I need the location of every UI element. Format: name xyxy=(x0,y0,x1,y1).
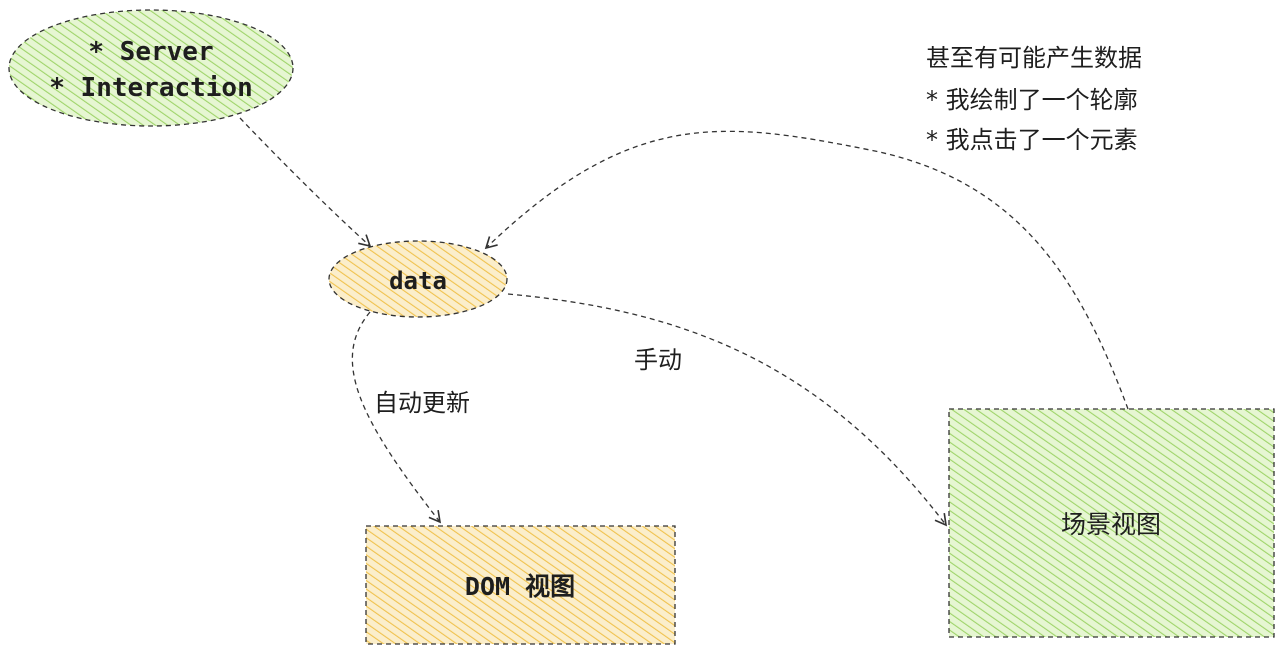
data-ellipse-shape xyxy=(328,240,508,318)
scene-view-rect xyxy=(948,408,1275,638)
server-label: * Server xyxy=(88,37,213,67)
arrow-scene-to-data xyxy=(484,130,1129,410)
note-line-1: 甚至有可能产生数据 xyxy=(926,44,1142,72)
dom-view-node: DOM 视图 xyxy=(365,525,676,645)
note-line-2: * 我绘制了一个轮廓 xyxy=(926,86,1138,114)
dom-view-rect xyxy=(365,525,676,645)
scene-view-node: 场景视图 xyxy=(948,408,1275,638)
server-interaction-node: * Server * Interaction xyxy=(8,9,294,127)
scene-view-label: 场景视图 xyxy=(1061,510,1161,539)
auto-update-label: 自动更新 xyxy=(374,389,470,417)
data-label: data xyxy=(389,267,447,295)
dom-view-label: DOM 视图 xyxy=(465,572,575,601)
arrow-data-to-dom xyxy=(351,311,442,524)
data-node: data xyxy=(328,240,508,318)
arrow-data-to-scene xyxy=(507,293,948,527)
arrow-server-to-data xyxy=(239,117,372,248)
note-block: 甚至有可能产生数据 * 我绘制了一个轮廓 * 我点击了一个元素 xyxy=(926,44,1142,154)
note-line-3: * 我点击了一个元素 xyxy=(926,126,1138,154)
manual-label: 手动 xyxy=(634,346,682,374)
interaction-label: * Interaction xyxy=(49,73,253,103)
server-ellipse-shape xyxy=(8,9,294,127)
